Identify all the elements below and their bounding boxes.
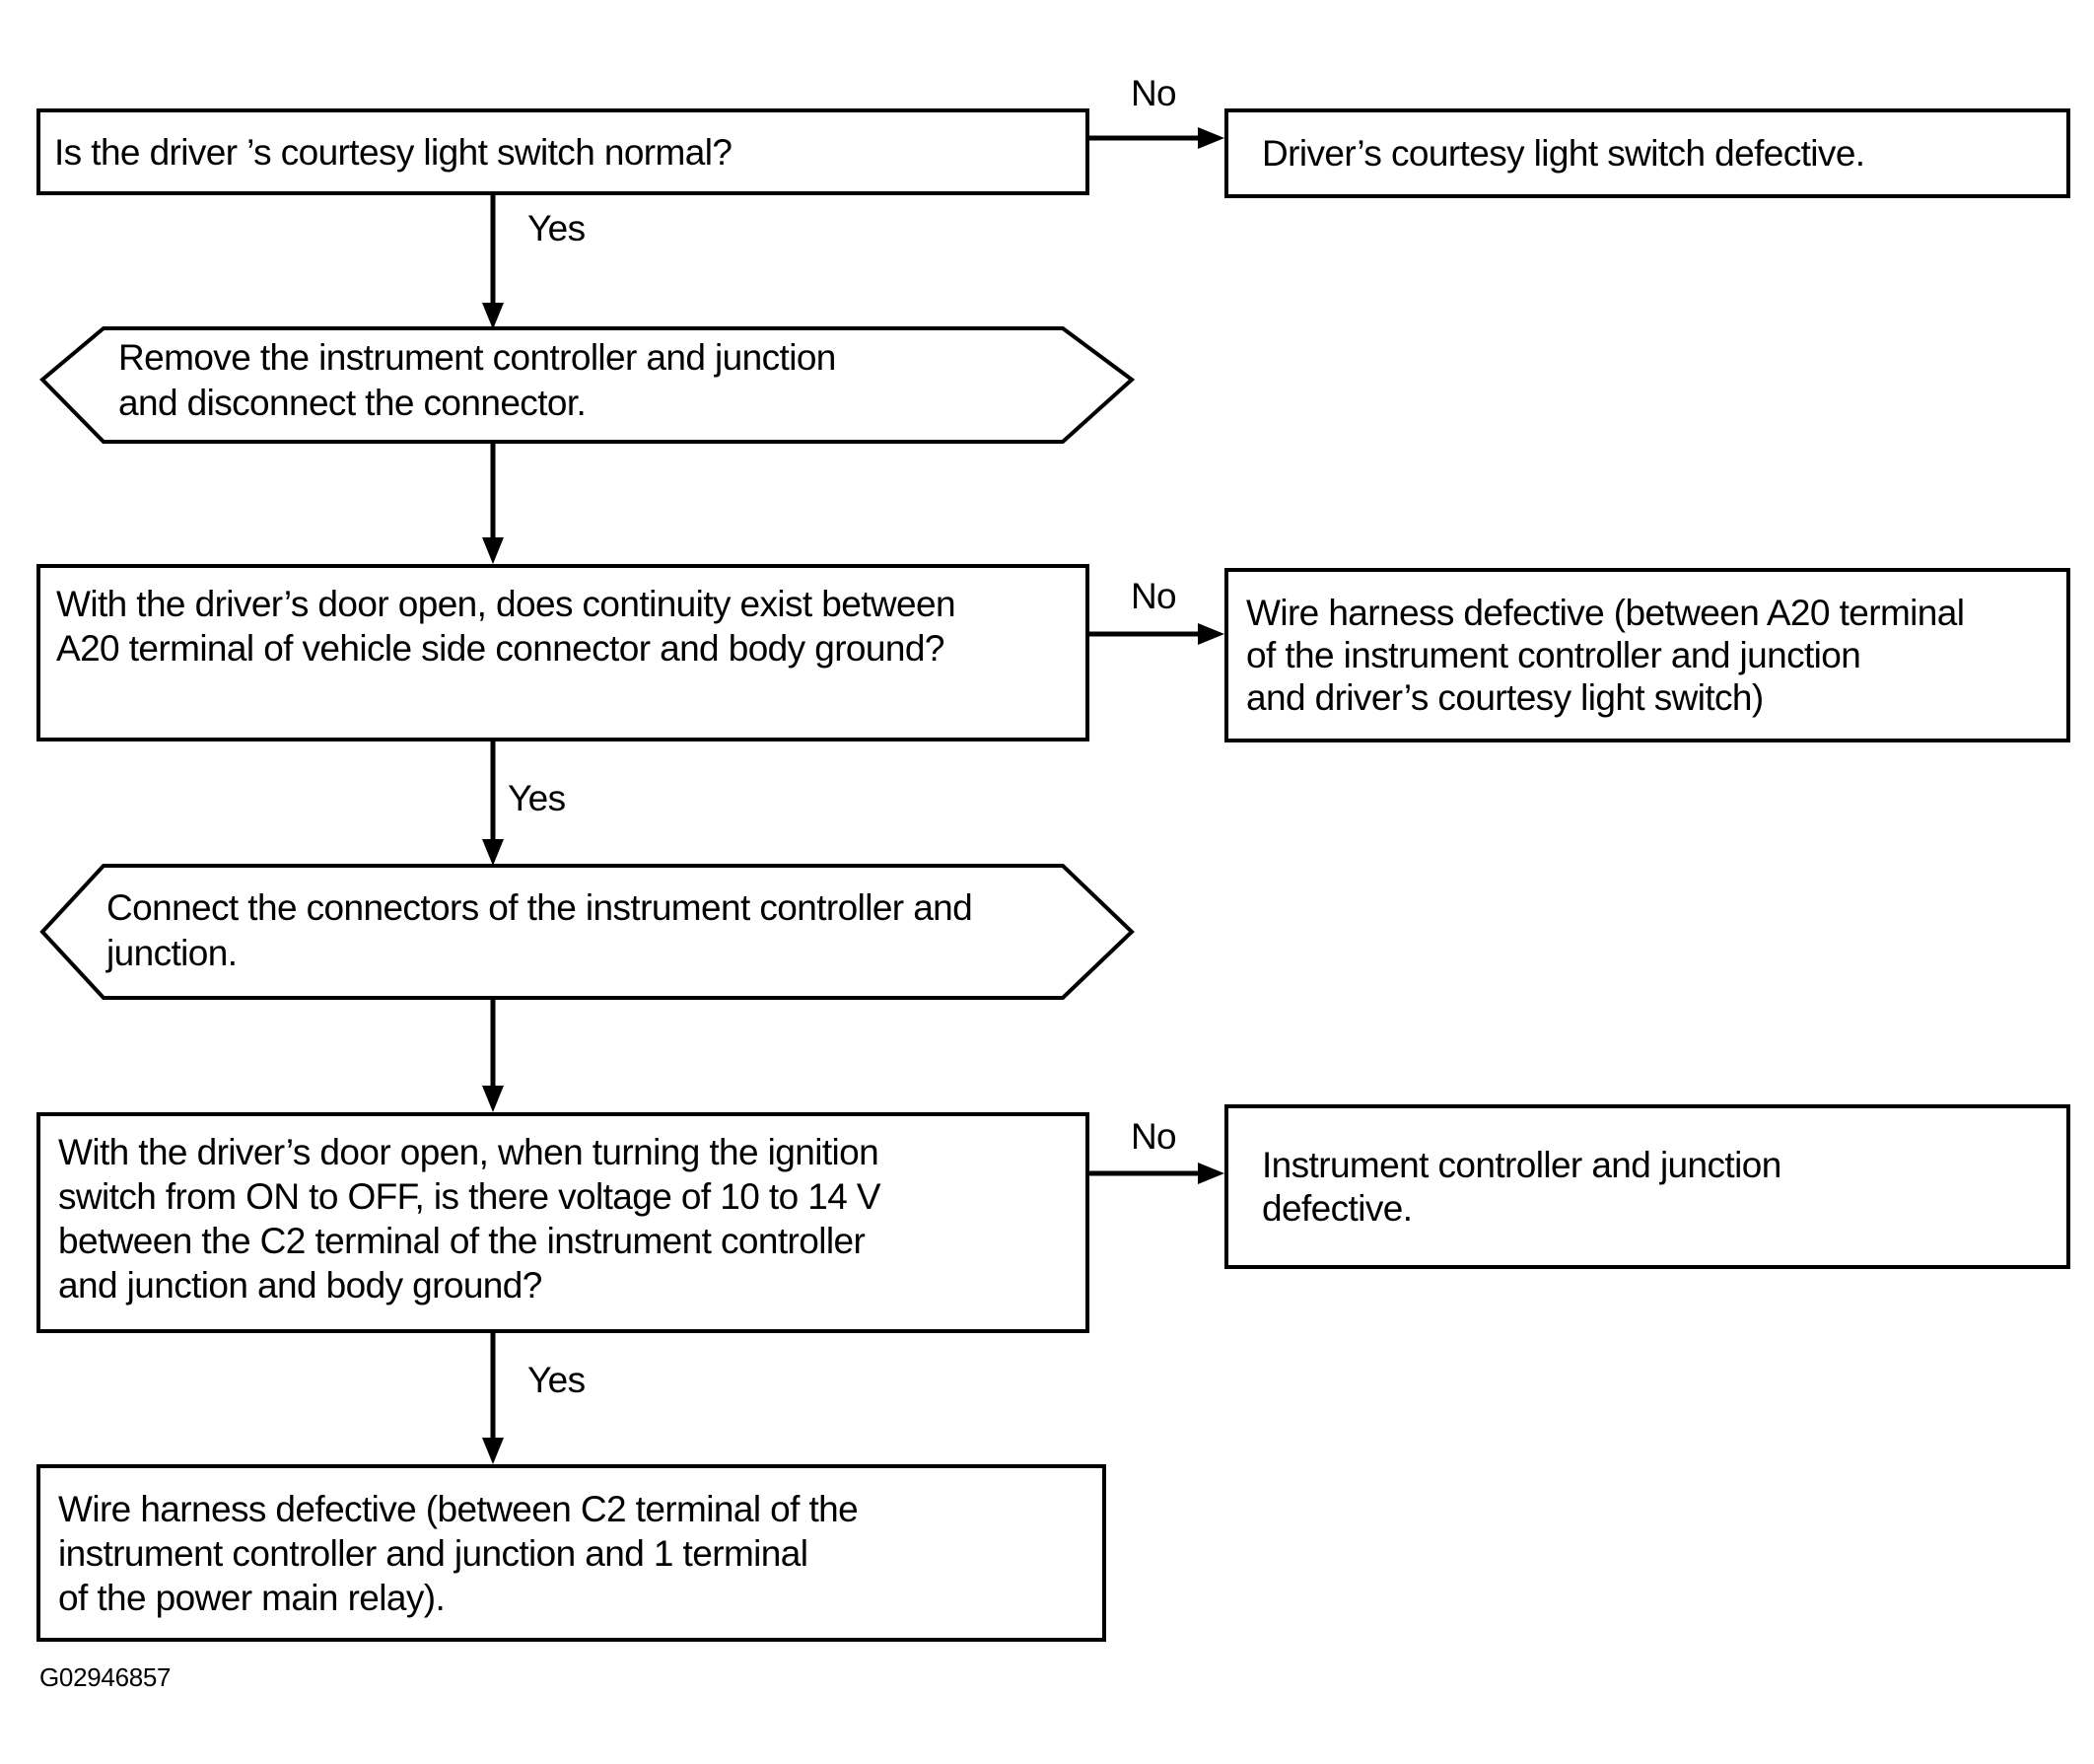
edge-label-yes-2: Yes bbox=[508, 778, 566, 818]
arrow-yes-3-head bbox=[482, 1438, 504, 1464]
decision-box-3: With the driver’s door open, when turnin… bbox=[36, 1112, 1089, 1333]
figure-id: G02946857 bbox=[39, 1662, 172, 1692]
process-hexagon-2 bbox=[39, 864, 1135, 1000]
process-box-2-text: Connect the connectors of the instrument… bbox=[106, 887, 973, 973]
edge-label-yes-3: Yes bbox=[527, 1360, 586, 1400]
decision-box-1-text: Is the driver ’s courtesy light switch n… bbox=[54, 131, 733, 173]
edge-label-no-2: No bbox=[1130, 576, 1177, 616]
arrow-no-2-head bbox=[1198, 623, 1224, 645]
decision-box-1: Is the driver ’s courtesy light switch n… bbox=[36, 108, 1089, 195]
process-hexagon-1 bbox=[39, 326, 1136, 444]
decision-box-2: With the driver’s door open, does contin… bbox=[36, 564, 1089, 741]
arrow-no-3-head bbox=[1198, 1163, 1224, 1184]
arrow-yes-2-head bbox=[482, 839, 504, 866]
arrow-no-1-head bbox=[1198, 127, 1224, 149]
arrow-yes-1-head bbox=[482, 303, 504, 329]
result-box-final: Wire harness defective (between C2 termi… bbox=[36, 1464, 1106, 1642]
result-box-3: Instrument controller and junction defec… bbox=[1224, 1104, 2070, 1269]
arrow-a1-q2-head bbox=[482, 537, 504, 564]
process-box-1-text: Remove the instrument controller and jun… bbox=[118, 337, 836, 423]
result-box-2: Wire harness defective (between A20 term… bbox=[1224, 568, 2070, 742]
result-box-1: Driver’s courtesy light switch defective… bbox=[1224, 108, 2070, 198]
edge-label-yes-1: Yes bbox=[527, 208, 586, 248]
arrow-a2-q3-head bbox=[482, 1086, 504, 1112]
result-box-1-text: Driver’s courtesy light switch defective… bbox=[1262, 133, 1865, 174]
edge-label-no-1: No bbox=[1130, 73, 1177, 113]
edge-label-no-3: No bbox=[1130, 1116, 1177, 1157]
